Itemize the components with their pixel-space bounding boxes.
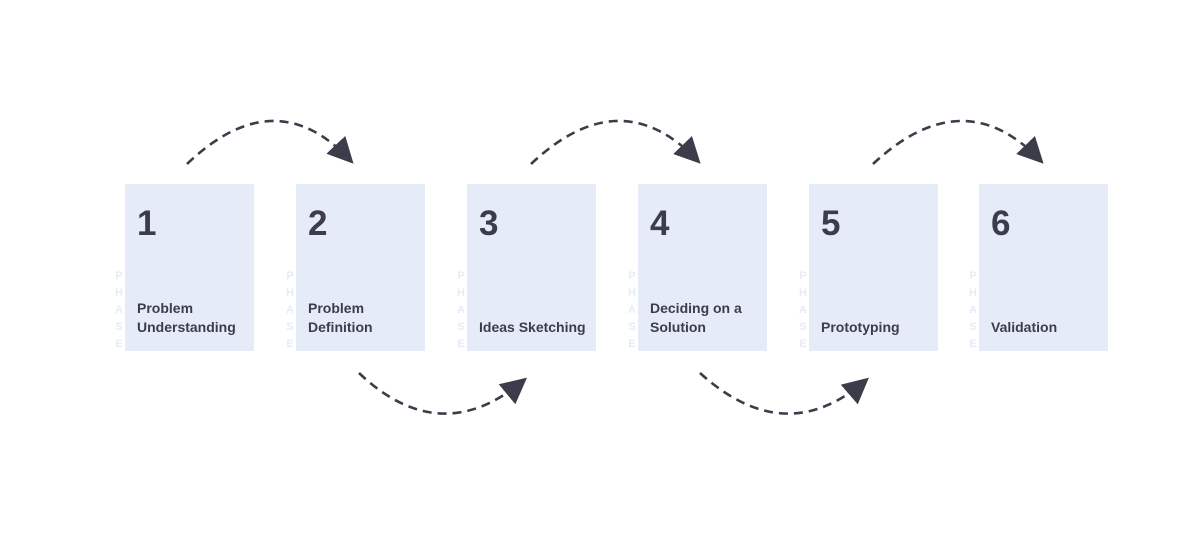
phase-letter: P	[286, 270, 294, 282]
phase-letter: P	[799, 270, 807, 282]
phase-title: Problem Definition	[308, 300, 373, 335]
phase-letter: S	[628, 321, 636, 333]
phase-letter: A	[115, 304, 123, 316]
phase-letter: A	[799, 304, 807, 316]
phase-letter: H	[457, 287, 465, 299]
phase-letter: H	[628, 287, 636, 299]
phase-letter: A	[969, 304, 977, 316]
phase-letter: E	[799, 338, 807, 350]
phase-letter: S	[969, 321, 977, 333]
phase-letter: P	[969, 270, 977, 282]
phase-letter: H	[969, 287, 977, 299]
phase-title: Ideas Sketching	[479, 319, 586, 335]
phase-letter: A	[457, 304, 465, 316]
phase-number: 3	[479, 204, 499, 243]
phase-letter: P	[457, 270, 465, 282]
arrow-4-to-5	[699, 372, 869, 415]
phase-letter: E	[457, 338, 465, 350]
phase-letter: H	[115, 287, 123, 299]
phase-letter: P	[115, 270, 123, 282]
phase-letter: S	[799, 321, 807, 333]
phase-letter: S	[457, 321, 465, 333]
arrow-5-to-6	[872, 119, 1044, 165]
phase-letter: P	[628, 270, 636, 282]
phase-title: Prototyping	[821, 319, 900, 335]
phase-letter: H	[799, 287, 807, 299]
phase-letter: S	[115, 321, 123, 333]
arrow-3-to-4	[530, 119, 701, 165]
phase-letter: S	[286, 321, 294, 333]
phase-letter: H	[286, 287, 294, 299]
phase-letter: E	[286, 338, 294, 350]
phase-number: 6	[991, 204, 1011, 243]
phase-letter: E	[969, 338, 977, 350]
phase-letter: E	[628, 338, 636, 350]
phase-title: Deciding on a Solution	[650, 300, 742, 335]
phase-number: 4	[650, 204, 670, 243]
arrow-1-to-2	[186, 119, 354, 165]
phase-letter: A	[628, 304, 636, 316]
phase-number: 2	[308, 204, 328, 243]
phase-title: Validation	[991, 319, 1058, 335]
phase-number: 5	[821, 204, 841, 243]
phase-letter: E	[115, 338, 123, 350]
phase-letter: A	[286, 304, 294, 316]
arrow-2-to-3	[358, 372, 528, 415]
phase-title: Problem Understanding	[137, 300, 236, 335]
phase-number: 1	[137, 204, 157, 243]
